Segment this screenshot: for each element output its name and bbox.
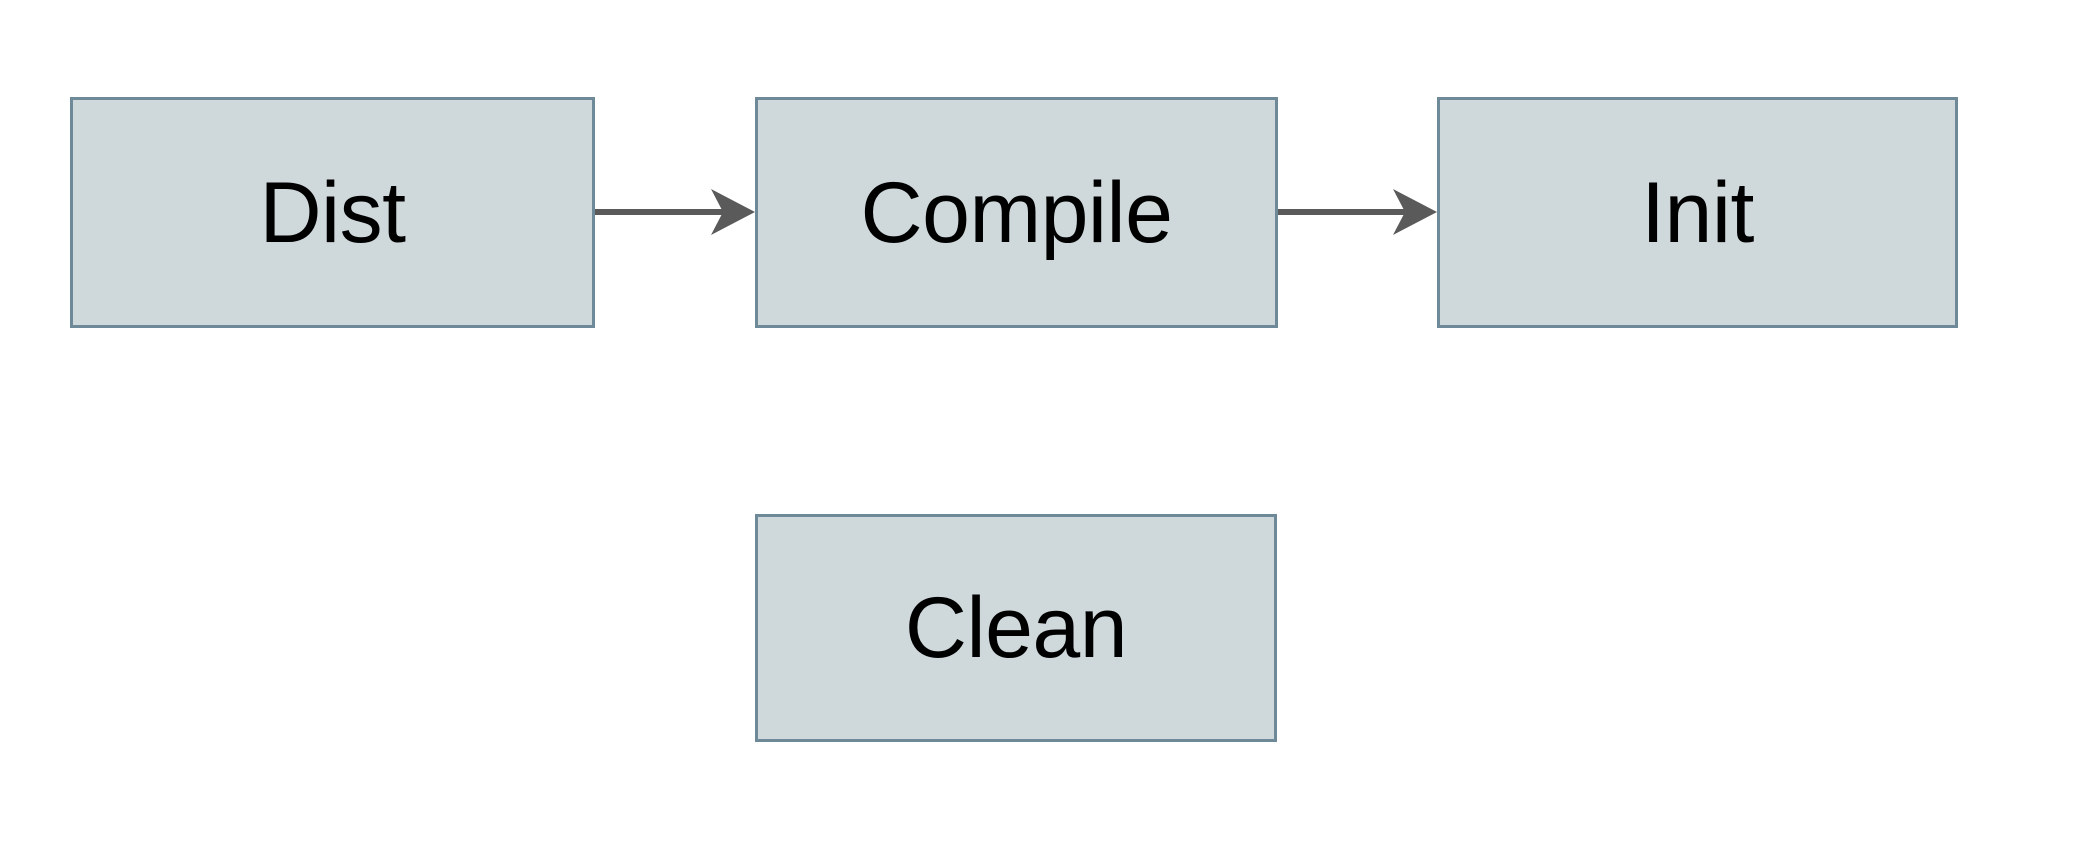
diagram-node-init[interactable]: Init	[1437, 97, 1958, 328]
arrow-right-icon	[595, 189, 755, 235]
diagram-node-dist[interactable]: Dist	[70, 97, 595, 328]
arrow-right-icon	[1278, 189, 1437, 235]
node-label-compile: Compile	[860, 164, 1173, 261]
diagram-edge-dist-to-compile	[595, 189, 755, 235]
diagram-node-clean[interactable]: Clean	[755, 514, 1277, 742]
node-label-clean: Clean	[904, 580, 1128, 676]
diagram-edge-compile-to-init	[1278, 189, 1437, 235]
diagram-node-compile[interactable]: Compile	[755, 97, 1278, 328]
node-label-dist: Dist	[259, 164, 406, 261]
node-label-init: Init	[1641, 164, 1754, 261]
